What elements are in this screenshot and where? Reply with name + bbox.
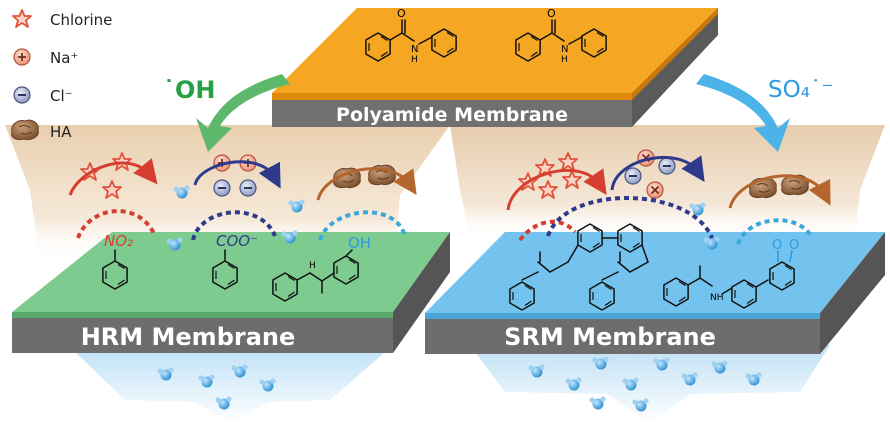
quinone-oxygen-2: O	[789, 238, 799, 253]
legend-ha-label: HA	[50, 123, 72, 141]
nitro-dashed-arc	[76, 209, 157, 239]
amide-nitrogen-2: N	[561, 44, 568, 55]
polyamide-membrane-label: Polyamide Membrane	[336, 104, 568, 126]
quinone-oxygen-1: O	[772, 238, 782, 253]
left-ion-group	[191, 154, 281, 241]
legend: Chlorine Na⁺ Cl⁻ HA	[11, 9, 112, 141]
srm-membrane-label: SRM Membrane	[504, 323, 716, 351]
carboxyl-label: COO⁻	[216, 232, 258, 250]
left-amide-h: H	[309, 261, 316, 271]
srm-membrane: SRM Membrane	[425, 232, 885, 354]
sodium-plus-icon	[13, 48, 31, 66]
oh-radical-label: ˙OH	[163, 76, 216, 104]
quinone-benzanilide-structure: NH O O	[663, 238, 799, 309]
right-chlorine-group	[506, 152, 607, 211]
right-amide-nh: NH	[710, 293, 724, 303]
hydroxy-benzanilide-structure: H	[272, 249, 359, 302]
nitro-label: NO₂	[104, 232, 133, 250]
right-cyan-dashed-arc	[736, 218, 814, 245]
benzanilide-molecule-2: O N H	[515, 7, 607, 65]
oh-radical-arrow	[196, 74, 290, 152]
legend-chlorine-label: Chlorine	[50, 11, 112, 29]
chlorine-star-icon	[12, 9, 32, 28]
chloride-minus-icon	[13, 86, 31, 104]
amide-oxygen-1: O	[397, 7, 406, 20]
hydroxyl-label: OH	[348, 234, 371, 252]
right-feed-fan	[450, 125, 885, 240]
right-red-dashed-arc	[518, 219, 577, 242]
amide-oxygen-2: O	[547, 7, 556, 20]
amide-hydrogen-2: H	[561, 55, 568, 65]
hrm-membrane: HRM Membrane	[12, 232, 450, 353]
amide-nitrogen-1: N	[411, 44, 418, 55]
hrm-membrane-label: HRM Membrane	[81, 323, 296, 351]
legend-chloride-label: Cl⁻	[50, 87, 73, 105]
polyamide-membrane: Polyamide Membrane	[272, 8, 718, 127]
legend-sodium-label: Na⁺	[50, 49, 78, 67]
so4-radical-arrow	[696, 74, 790, 152]
nitrobenzene-structure	[102, 249, 128, 290]
benzanilide-molecule-1: O N H	[365, 7, 457, 65]
right-blue-dashed-arc	[546, 196, 714, 239]
biphenyl-crosslinked-structure	[509, 223, 649, 311]
left-ha-group	[316, 164, 417, 241]
left-chlorine-group	[68, 152, 158, 239]
benzoate-structure	[212, 249, 238, 290]
right-permeate-flow	[470, 345, 830, 424]
so4-radical-label: SO₄˙⁻	[768, 77, 834, 103]
right-ion-group	[610, 149, 705, 199]
left-permeate-flow	[75, 352, 385, 424]
humic-acid-blob-icon	[11, 119, 39, 141]
right-ha-group	[728, 174, 831, 209]
carboxyl-dashed-arc	[191, 210, 277, 241]
amide-hydrogen-1: H	[411, 55, 418, 65]
hydroxyl-dashed-arc	[318, 210, 407, 241]
